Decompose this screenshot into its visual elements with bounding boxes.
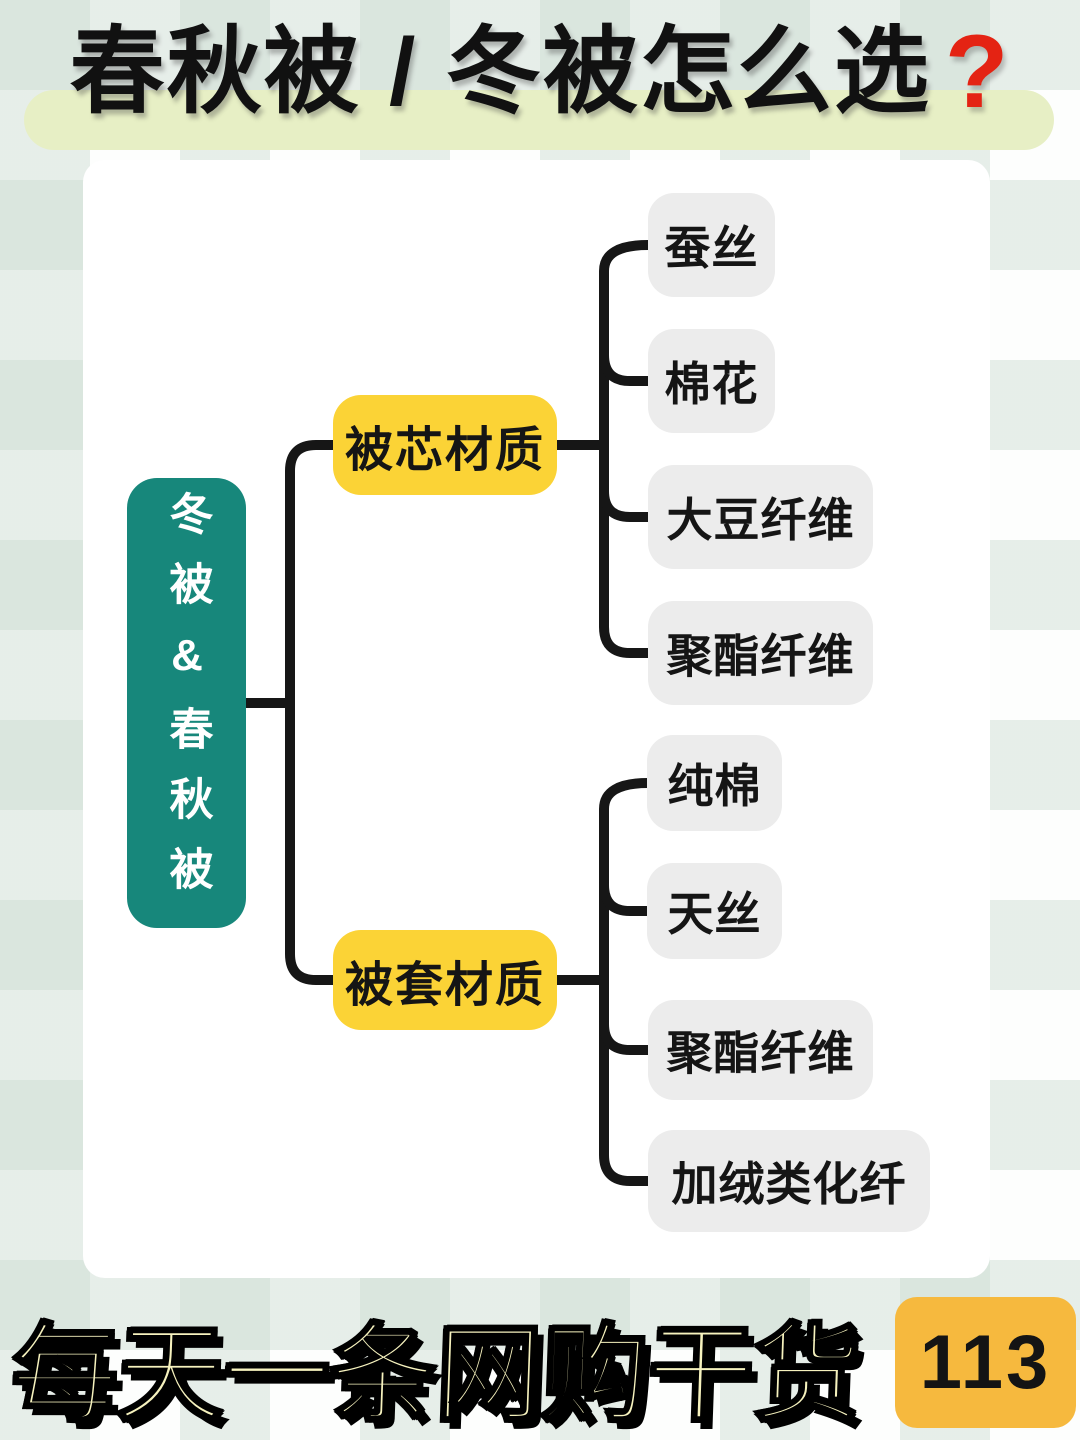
issue-number-badge: 113 <box>895 1297 1076 1428</box>
page-title: 春秋被 / 冬被怎么选? <box>0 14 1080 130</box>
leaf-node-soy-fiber: 大豆纤维 <box>648 465 873 569</box>
leaf-node-fleece-synthetic: 加绒类化纤 <box>648 1130 930 1232</box>
footer-banner-text: 每天一条网购干货 <box>8 1315 863 1436</box>
leaf-node-tencel: 天丝 <box>647 863 782 959</box>
leaf-node-silk: 蚕丝 <box>648 193 775 297</box>
leaf-node-polyester-fiber: 聚酯纤维 <box>648 601 873 705</box>
mindmap-root-node: 冬被&春秋被 <box>127 478 246 928</box>
title-highlight-pill <box>24 90 1054 150</box>
branch-node-quilt-cover: 被套材质 <box>333 930 557 1030</box>
leaf-node-cotton: 棉花 <box>648 329 775 433</box>
question-mark: ? <box>944 14 1011 130</box>
branch-node-quilt-core: 被芯材质 <box>333 395 557 495</box>
page-title-text: 春秋被 / 冬被怎么选 <box>69 19 931 125</box>
issue-number: 113 <box>919 1320 1052 1405</box>
leaf-node-pure-cotton: 纯棉 <box>647 735 782 831</box>
title-bar: 春秋被 / 冬被怎么选? <box>0 14 1080 168</box>
leaf-node-polyester-fiber-cover: 聚酯纤维 <box>648 1000 873 1100</box>
